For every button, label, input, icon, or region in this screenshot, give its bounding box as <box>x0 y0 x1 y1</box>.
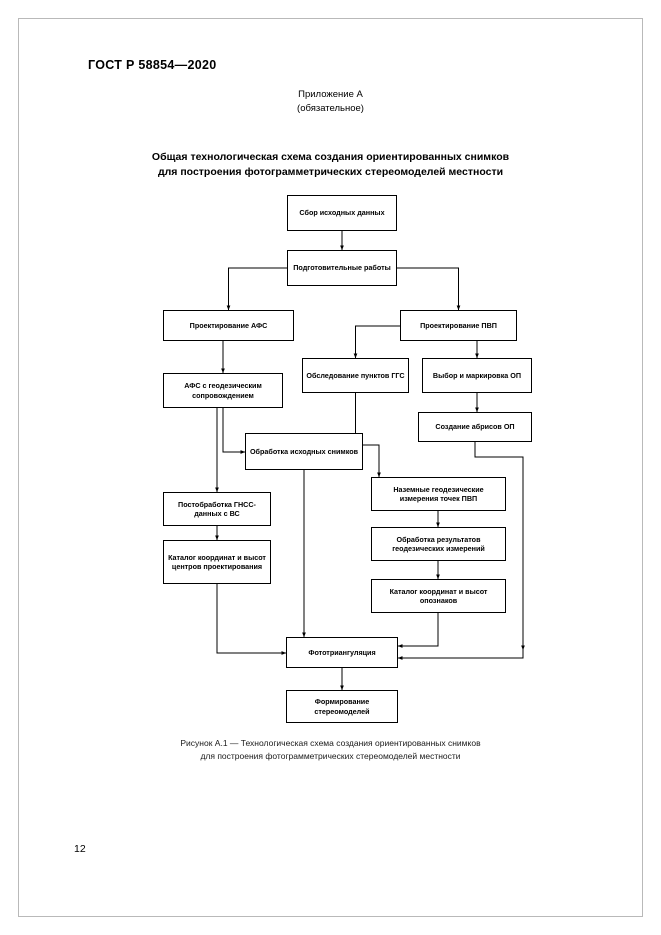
figure-caption-line-2: для построения фотограмметрических стере… <box>200 750 461 761</box>
connector-n14-n15 <box>397 613 439 648</box>
flowchart-node-label: Выбор и маркировка ОП <box>432 370 522 380</box>
connector-n2-n3 <box>226 267 287 311</box>
flowchart-node-label: Подготовительные работы <box>293 263 391 273</box>
flowchart-node-label: Каталог координат и высот опознаков <box>389 586 488 606</box>
flowchart-node-n1: Сбор исходных данных <box>287 195 397 231</box>
flowchart-node-label: Фототриангуляция <box>308 647 376 657</box>
connector-n2-n4 <box>397 267 461 311</box>
appendix-label: Приложение А <box>298 89 363 100</box>
flowchart-node-label: Создание абрисов ОП <box>435 422 515 432</box>
connector-n6-n12 <box>354 393 381 478</box>
flowchart-node-n10: Постобработка ГНСС-данных с ВС <box>163 492 271 526</box>
flowchart-node-n3: Проектирование АФС <box>163 310 294 341</box>
flowchart-node-n2: Подготовительные работы <box>287 250 397 286</box>
flowchart-node-label: Обследование пунктов ГГС <box>306 370 405 380</box>
flowchart-node-label: Каталог координат и высот центров проект… <box>168 552 266 572</box>
flowchart-node-label: Проектирование АФС <box>189 320 268 330</box>
flowchart-node-label: Обработка исходных снимков <box>249 446 359 456</box>
flowchart-node-label: Обработка результатов геодезических изме… <box>392 534 485 554</box>
flowchart-node-n9: Обработка исходных снимков <box>245 433 363 470</box>
figure-title: Общая технологическая схема создания ори… <box>0 150 661 180</box>
figure-title-line-1: Общая технологическая схема создания ори… <box>151 151 510 163</box>
flowchart-node-label: Сбор исходных данных <box>299 208 385 218</box>
flowchart-node-label: АФС с геодезическим сопровождением <box>184 381 262 400</box>
flowchart-node-n15: Фототриангуляция <box>286 637 398 668</box>
appendix-heading: Приложение А (обязательное) <box>0 88 661 116</box>
flowchart-node-n14: Каталог координат и высот опознаков <box>371 579 506 613</box>
flowchart-node-label: Постобработка ГНСС-данных с ВС <box>178 499 256 519</box>
flowchart-node-n13: Обработка результатов геодезических изме… <box>371 527 506 561</box>
flowchart-node-label: Проектирование ПВП <box>420 320 497 330</box>
flowchart-node-n16: Формирование стереомоделей <box>286 690 398 723</box>
figure-title-line-2: для построения фотограмметрических стере… <box>157 166 504 178</box>
flowchart-node-label: Наземные геодезические измерения точек П… <box>393 484 484 504</box>
flowchart-node-n12: Наземные геодезические измерения точек П… <box>371 477 506 511</box>
flowchart-node-n8: Создание абрисов ОП <box>418 412 532 442</box>
flowchart-node-n4: Проектирование ПВП <box>400 310 517 341</box>
appendix-sublabel: (обязательное) <box>297 103 364 114</box>
flowchart-node-n6: Обследование пунктов ГГС <box>302 358 409 393</box>
flowchart-node-n11: Каталог координат и высот центров проект… <box>163 540 271 584</box>
standard-header: ГОСТ Р 58854—2020 <box>88 58 217 72</box>
flowchart-node-n5: АФС с геодезическим сопровождением <box>163 373 283 408</box>
flowchart-node-n7: Выбор и маркировка ОП <box>422 358 532 393</box>
connector-n8-n15 <box>397 442 524 660</box>
page-number: 12 <box>74 843 86 855</box>
connector-n4-n6 <box>353 325 400 359</box>
connector-n5-n9 <box>222 408 246 454</box>
flowchart-node-label: Формирование стереомоделей <box>314 697 370 716</box>
figure-caption-line-1: Рисунок А.1 — Технологическая схема созд… <box>180 738 481 748</box>
figure-caption: Рисунок А.1 — Технологическая схема созд… <box>0 737 661 762</box>
connector-n11-n15 <box>216 584 287 655</box>
